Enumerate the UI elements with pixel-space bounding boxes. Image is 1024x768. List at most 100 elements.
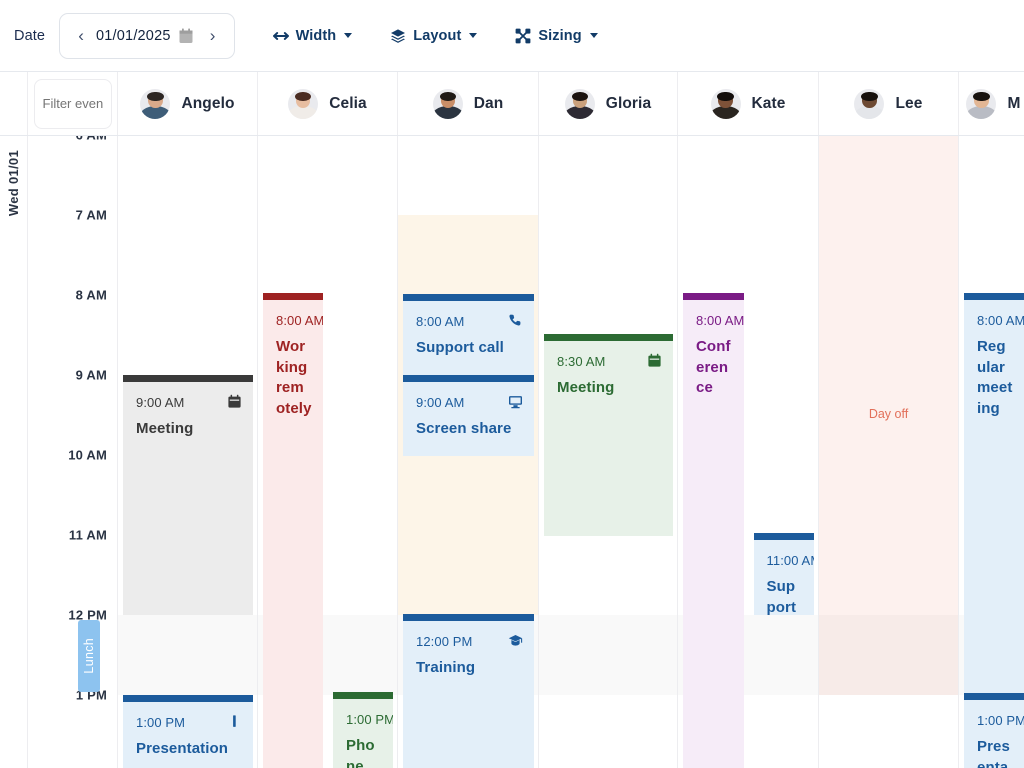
- sizing-menu-label: Sizing: [538, 27, 582, 44]
- event-drag-handle[interactable]: [403, 615, 534, 620]
- event-title: Presentation: [977, 738, 1010, 768]
- event-meta-row: 9:00 AM: [416, 395, 523, 410]
- layers-icon: [390, 28, 406, 44]
- event-meta-row: 9:00 AM: [136, 394, 242, 410]
- layout-menu-button[interactable]: Layout: [390, 28, 478, 44]
- event-meta-row: 8:30 AM: [557, 353, 662, 369]
- resource-name: M: [1007, 94, 1021, 112]
- event-meta-row: 1:00 PM: [136, 715, 242, 730]
- event-drag-handle[interactable]: [333, 693, 393, 698]
- chevron-left-icon[interactable]: ‹: [78, 25, 84, 45]
- date-picker[interactable]: ‹ 01/01/2025 ›: [59, 12, 235, 59]
- event-time: 8:00 AM: [416, 314, 465, 329]
- resource-header-kate[interactable]: Kate: [678, 72, 819, 135]
- width-menu-button[interactable]: Width: [272, 28, 353, 44]
- event-drag-handle[interactable]: [544, 335, 673, 340]
- resource-name: Gloria: [605, 94, 652, 112]
- time-tick: 12 PM: [68, 607, 107, 623]
- event-meta-row: 8:00 AM: [416, 314, 523, 329]
- event-title: Presentation: [136, 740, 229, 757]
- chevron-down-icon: [589, 33, 598, 38]
- lunch-shading: [118, 615, 257, 695]
- event-time: 8:30 AM: [557, 354, 606, 369]
- avatar: [854, 88, 885, 119]
- resource-header-celia[interactable]: Celia: [258, 72, 398, 135]
- graduation-cap-icon: [508, 633, 523, 648]
- resource-column-m[interactable]: 8:00 AM Regular meeting 1:00 PMPresentatio…: [959, 136, 1024, 768]
- event-time: 1:00 PM: [346, 712, 393, 727]
- calendar-icon[interactable]: [177, 27, 195, 45]
- filter-input[interactable]: [33, 78, 112, 129]
- event-time: 1:00 PM: [136, 715, 186, 730]
- chevron-down-icon: [469, 33, 478, 38]
- header-corner: [0, 72, 28, 135]
- event-drag-handle[interactable]: [754, 534, 815, 539]
- event-drag-handle[interactable]: [263, 294, 323, 299]
- event-meta-row: 11:00 AM: [767, 553, 815, 568]
- resource-header-dan[interactable]: Dan: [398, 72, 539, 135]
- event-title: Training: [416, 659, 476, 676]
- event[interactable]: 8:00 AM Regular meeting: [964, 293, 1024, 693]
- event-drag-handle[interactable]: [964, 694, 1024, 699]
- event-meta-row: 8:00 AM: [696, 313, 744, 328]
- date-value[interactable]: 01/01/2025: [96, 27, 171, 44]
- event-meta-row: 1:00 PM: [346, 712, 393, 727]
- event[interactable]: 1:00 PM Presentation: [123, 695, 253, 768]
- event-drag-handle[interactable]: [403, 376, 534, 381]
- resource-header-m[interactable]: M: [959, 72, 1024, 135]
- event-drag-handle[interactable]: [123, 696, 253, 701]
- background-event[interactable]: [819, 136, 958, 695]
- event-time: 11:00 AM: [766, 553, 815, 568]
- event-title: Screen share: [416, 420, 512, 437]
- resource-header-lee[interactable]: Lee: [819, 72, 959, 135]
- event-drag-handle[interactable]: [403, 295, 534, 300]
- resource-column-lee[interactable]: Day off: [819, 136, 959, 768]
- avatar: [710, 88, 741, 119]
- time-tick: 8 AM: [75, 287, 107, 303]
- calendar-icon: [647, 353, 662, 368]
- event-drag-handle[interactable]: [123, 376, 253, 381]
- time-tick: 9 AM: [75, 367, 107, 383]
- day-column: Wed 01/01: [0, 136, 28, 768]
- event-title: Regular meeting: [977, 338, 1013, 418]
- event-time: 8:00 AM: [977, 313, 1024, 328]
- lunch-badge[interactable]: Lunch: [78, 620, 100, 692]
- monitor-icon: [508, 394, 523, 409]
- event-title: Support call: [766, 578, 797, 615]
- resource-header-angelo[interactable]: Angelo: [118, 72, 258, 135]
- sizing-menu-button[interactable]: Sizing: [515, 27, 598, 44]
- filter-cell: [28, 72, 118, 135]
- resource-name: Dan: [473, 94, 504, 112]
- avatar: [564, 88, 595, 119]
- event-drag-handle[interactable]: [683, 294, 744, 299]
- event-time: 9:00 AM: [416, 395, 465, 410]
- avatar: [432, 88, 463, 119]
- event-time: 8:00 AM: [276, 313, 323, 328]
- toolbar: Date ‹ 01/01/2025 › Width: [0, 0, 1024, 72]
- event-drag-handle[interactable]: [964, 294, 1024, 299]
- event-time: 8:00 AM: [696, 313, 744, 328]
- resource-header-gloria[interactable]: Gloria: [539, 72, 678, 135]
- presentation-icon: [227, 714, 242, 729]
- event[interactable]: 11:00 AM Support call: [753, 533, 815, 615]
- chevron-right-icon[interactable]: ›: [209, 25, 216, 45]
- avatar: [966, 88, 997, 119]
- event[interactable]: 9:00 AM Screen share: [403, 375, 534, 456]
- lunch-shading: [539, 615, 677, 695]
